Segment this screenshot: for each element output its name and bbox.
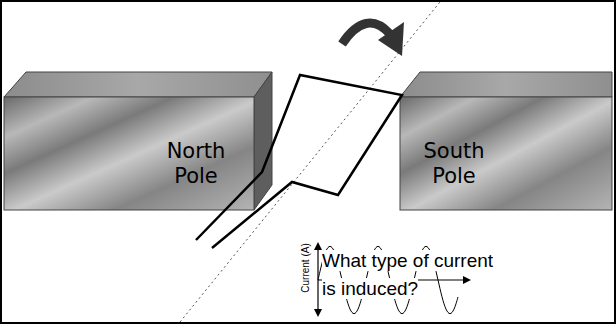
magnet-pole: South Pole: [400, 97, 612, 210]
axis-label: Current (A): [300, 230, 312, 306]
south-magnet: [400, 72, 612, 210]
pole-label: North Pole: [150, 139, 242, 189]
question-line: What type of current is induced?: [322, 250, 493, 299]
question-text: What type of current is induced?: [322, 247, 494, 303]
axis-label-text: Current (A): [300, 243, 311, 292]
north-magnet: [4, 72, 272, 210]
coil-loop: [196, 75, 402, 248]
magnet-pole: North Pole: [4, 97, 254, 210]
rotation-arrow: [342, 22, 404, 56]
pole-label: South Pole: [408, 139, 500, 189]
